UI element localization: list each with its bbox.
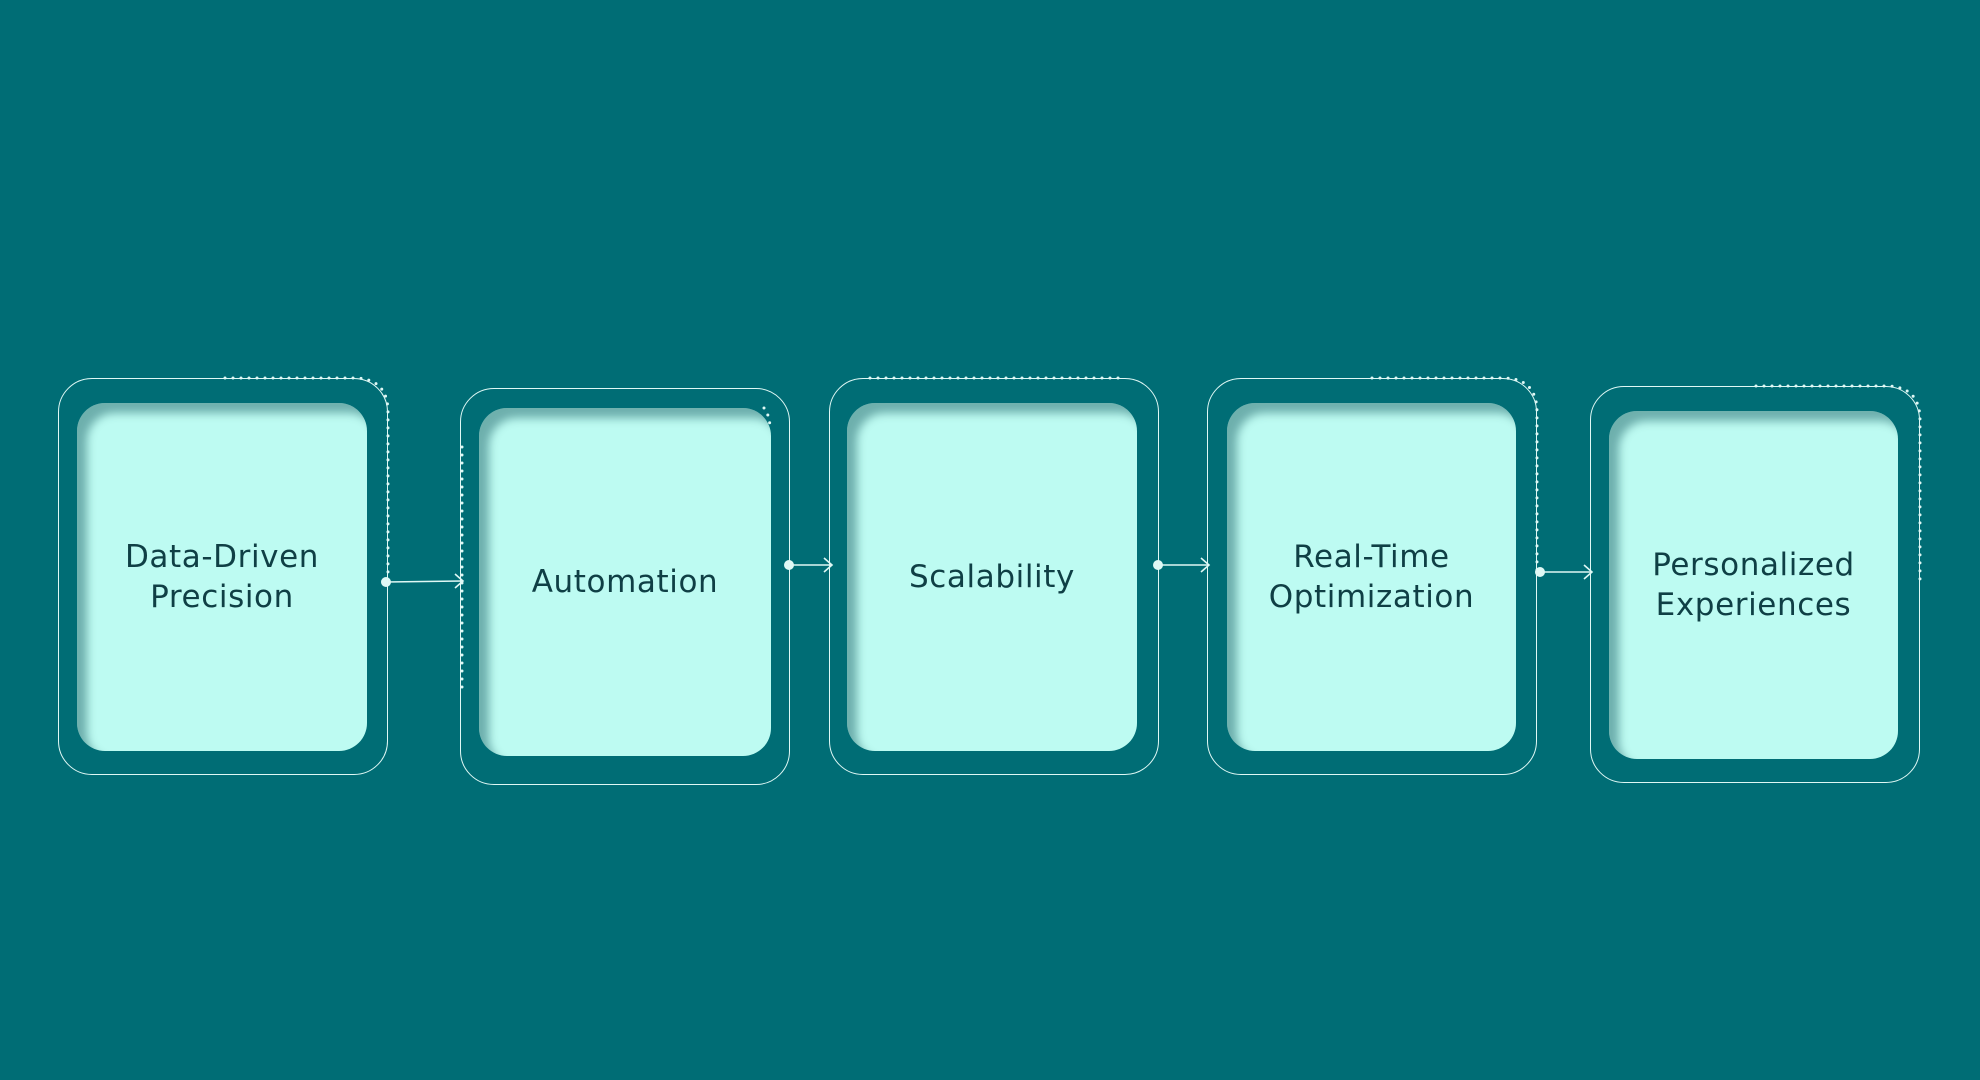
arrow-right-icon (454, 573, 465, 589)
dotted-border-accent (1370, 376, 1539, 572)
step-real-time-optimization: Real-Time Optimization (1207, 378, 1537, 775)
dotted-border-accent (1754, 384, 1922, 582)
connector-4-5 (1535, 564, 1594, 580)
step-label-line-1: Scalability (909, 559, 1075, 595)
step-card: Scalability (847, 403, 1137, 751)
step-automation: Automation (460, 388, 790, 785)
step-label: Scalability (867, 557, 1117, 597)
connector-line (385, 580, 463, 583)
arrow-right-icon (1200, 557, 1211, 573)
dotted-border-accent (223, 376, 390, 574)
step-card: Data-Driven Precision (77, 403, 367, 751)
step-label-line-1: Automation (531, 564, 719, 600)
step-card: Automation (479, 408, 771, 756)
step-label: Personalized Experiences (1629, 545, 1879, 625)
step-outer-frame (829, 378, 1159, 775)
step-label-line-2: Precision (150, 579, 294, 615)
step-data-driven-precision: Data-Driven Precision (58, 378, 388, 775)
connector-3-4 (1153, 557, 1211, 573)
step-label-line-2: Optimization (1268, 579, 1475, 615)
step-label: Data-Driven Precision (97, 537, 347, 617)
connector-1-2 (381, 573, 465, 589)
step-card: Real-Time Optimization (1227, 403, 1516, 751)
step-label: Real-Time Optimization (1247, 537, 1497, 617)
arrow-right-icon (823, 557, 834, 573)
dotted-border-accent (762, 406, 772, 428)
step-personalized-experiences: Personalized Experiences (1590, 386, 1920, 783)
step-label-line-2: Experiences (1655, 587, 1852, 623)
step-outer-frame (58, 378, 388, 775)
arrow-right-icon (1583, 564, 1594, 580)
connector-2-3 (784, 557, 834, 573)
step-label-line-1: Personalized (1652, 547, 1855, 583)
step-outer-frame (460, 388, 790, 785)
step-scalability: Scalability (829, 378, 1159, 775)
step-label-line-1: Real-Time (1293, 539, 1450, 575)
step-label: Automation (500, 562, 750, 602)
step-card: Personalized Experiences (1609, 411, 1898, 759)
step-label-line-1: Data-Driven (124, 539, 320, 575)
